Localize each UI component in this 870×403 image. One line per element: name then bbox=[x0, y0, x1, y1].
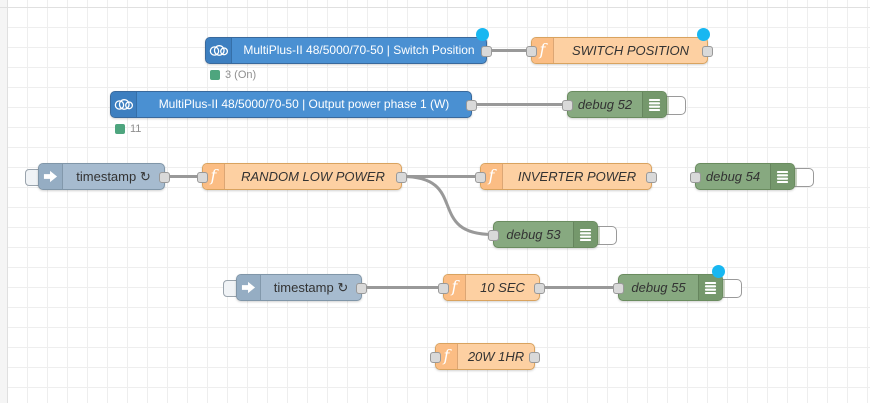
wire-function-random-low-power-to-debug-53[interactable] bbox=[400, 175, 495, 236]
node-label: debug 55 bbox=[631, 280, 686, 295]
debug-console-icon bbox=[770, 164, 794, 189]
input-port[interactable] bbox=[197, 172, 208, 183]
input-port[interactable] bbox=[438, 283, 449, 294]
input-port[interactable] bbox=[613, 283, 624, 294]
function-f-icon: f bbox=[481, 164, 503, 189]
input-port[interactable] bbox=[430, 352, 441, 363]
status-text: 3 (On) bbox=[225, 69, 257, 81]
input-port[interactable] bbox=[475, 172, 486, 183]
output-port[interactable] bbox=[529, 352, 540, 363]
node-debug-52[interactable]: debug 52 bbox=[562, 91, 686, 118]
node-status: 3 (On) bbox=[210, 69, 256, 81]
input-port[interactable] bbox=[562, 100, 573, 111]
status-dot bbox=[210, 70, 220, 80]
victron-logo-icon bbox=[206, 38, 232, 63]
output-port[interactable] bbox=[159, 172, 170, 183]
node-label: SWITCH POSITION bbox=[572, 43, 689, 58]
node-inject-timestamp-2[interactable]: timestamp ↻ bbox=[223, 274, 367, 301]
input-port[interactable] bbox=[690, 172, 701, 183]
node-label: timestamp ↻ bbox=[76, 169, 151, 184]
node-inject-timestamp-1[interactable]: timestamp ↻ bbox=[25, 163, 170, 190]
output-port[interactable] bbox=[356, 283, 367, 294]
node-debug-55[interactable]: debug 55 bbox=[613, 265, 742, 301]
node-debug-53[interactable]: debug 53 bbox=[488, 221, 617, 248]
canvas-left-edge bbox=[0, 0, 8, 403]
output-port[interactable] bbox=[396, 172, 407, 183]
node-victron-multiplus-switch-position[interactable]: MultiPlus-II 48/5000/70-50 | Switch Posi… bbox=[205, 28, 492, 81]
status-dot bbox=[115, 124, 125, 134]
function-f-icon: f bbox=[436, 344, 458, 369]
inject-arrow-icon bbox=[237, 275, 261, 300]
node-victron-multiplus-output-power[interactable]: MultiPlus-II 48/5000/70-50 | Output powe… bbox=[110, 91, 477, 135]
node-label: MultiPlus-II 48/5000/70-50 | Output powe… bbox=[158, 97, 450, 111]
input-port[interactable] bbox=[526, 46, 537, 57]
node-function-random-low-power[interactable]: f RANDOM LOW POWER bbox=[197, 163, 407, 190]
function-f-icon: f bbox=[532, 38, 554, 63]
changed-indicator-dot bbox=[712, 265, 725, 278]
node-status: 11 bbox=[115, 123, 141, 135]
node-label: 20W 1HR bbox=[467, 349, 525, 364]
function-f-icon: f bbox=[444, 275, 466, 300]
output-port[interactable] bbox=[466, 100, 477, 111]
output-port[interactable] bbox=[481, 46, 492, 57]
node-function-10-sec[interactable]: f 10 SEC bbox=[438, 274, 545, 301]
inject-arrow-icon bbox=[39, 164, 63, 189]
output-port[interactable] bbox=[534, 283, 545, 294]
node-label: INVERTER POWER bbox=[517, 169, 637, 184]
canvas-top-edge bbox=[0, 7, 870, 8]
debug-console-icon bbox=[698, 275, 722, 300]
node-label: debug 54 bbox=[705, 169, 761, 184]
debug-console-icon bbox=[642, 92, 666, 117]
node-label: MultiPlus-II 48/5000/70-50 | Switch Posi… bbox=[243, 43, 475, 57]
node-function-inverter-power[interactable]: f INVERTER POWER bbox=[475, 163, 657, 190]
victron-logo-icon bbox=[111, 92, 137, 117]
node-label: timestamp ↻ bbox=[273, 280, 349, 295]
node-debug-54[interactable]: debug 54 bbox=[690, 163, 814, 190]
debug-console-icon bbox=[573, 222, 597, 247]
node-label: debug 52 bbox=[577, 97, 633, 112]
status-text: 11 bbox=[130, 123, 142, 135]
node-function-20w-1hr[interactable]: f 20W 1HR bbox=[430, 343, 540, 370]
output-port[interactable] bbox=[646, 172, 657, 183]
changed-indicator-dot bbox=[476, 28, 489, 41]
input-port[interactable] bbox=[488, 230, 499, 241]
function-f-icon: f bbox=[203, 164, 225, 189]
changed-indicator-dot bbox=[697, 28, 710, 41]
node-label: debug 53 bbox=[506, 227, 561, 242]
node-label: RANDOM LOW POWER bbox=[241, 169, 385, 184]
node-label: 10 SEC bbox=[480, 280, 525, 295]
output-port[interactable] bbox=[702, 46, 713, 57]
node-function-switch-position[interactable]: f SWITCH POSITION bbox=[526, 28, 713, 64]
